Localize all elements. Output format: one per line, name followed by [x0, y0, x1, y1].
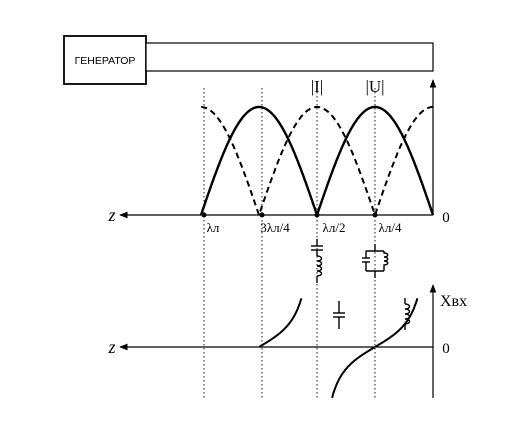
- series-lc-circuit-icon: [311, 239, 323, 283]
- node-dots: [201, 212, 378, 218]
- generator-label: ГЕНЕРАТОР: [75, 55, 136, 67]
- reactance-curves: [258, 298, 419, 399]
- current-magnitude-label: |I|: [311, 77, 323, 96]
- tick-3-quarter-lambda: 3λл/4: [260, 220, 290, 235]
- inductor-icon: [404, 298, 411, 330]
- current-magnitude-curve: [201, 106, 433, 218]
- top-z-label: z: [107, 205, 115, 225]
- input-reactance-label: Xвх: [440, 293, 467, 310]
- tick-half-lambda: λл/2: [323, 220, 346, 235]
- transmission-line: [145, 42, 434, 72]
- reactance-branch-2: [331, 346, 376, 399]
- bottom-z-label: z: [107, 337, 115, 357]
- top-origin-label: 0: [442, 210, 450, 226]
- capacitor-icon: [333, 301, 345, 329]
- tick-quarter-lambda: λл/4: [379, 220, 402, 235]
- tick-lambda: λл: [207, 220, 220, 235]
- voltage-magnitude-label: |U|: [365, 77, 384, 96]
- reactance-branch-3: [258, 298, 303, 348]
- generator-box: [63, 35, 147, 85]
- reactance-branch-1: [374, 298, 419, 348]
- parallel-lc-circuit-icon: [362, 244, 389, 278]
- bottom-origin-label: 0: [442, 341, 450, 357]
